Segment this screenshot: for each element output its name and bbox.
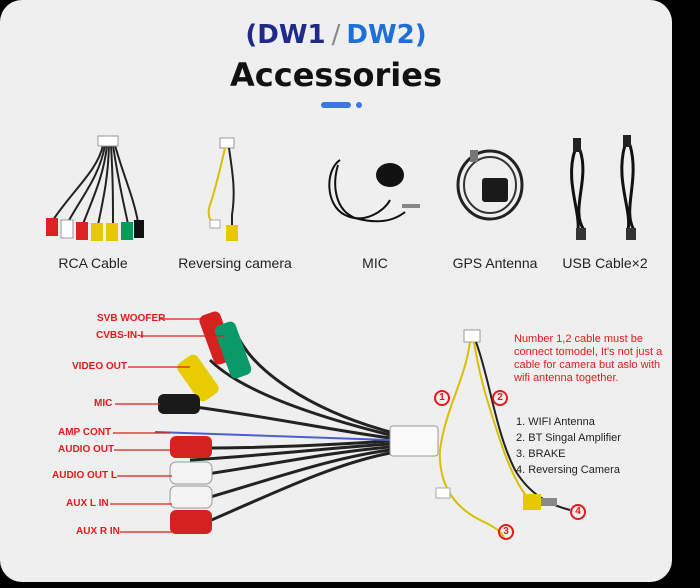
accessory-gps-antenna: GPS Antenna (430, 130, 560, 280)
rca-cable-icon (46, 135, 144, 241)
accessory-mic: MIC (310, 130, 440, 280)
connection-item: 2. BT Singal Amplifier (516, 432, 621, 444)
accessory-rca-cable: RCA Cable (28, 130, 158, 280)
harness-label: AUX R IN (76, 526, 120, 537)
model-separator: / (331, 20, 341, 50)
model-heading: (DW1/DW2) (0, 20, 672, 50)
harness-label: SVB WOOFER (97, 313, 166, 324)
accessory-reversing-camera: Reversing camera (170, 130, 300, 280)
usb-cable-icon (570, 135, 636, 240)
harness-label: AUX L IN (66, 498, 109, 509)
title-underline-bar (321, 102, 351, 108)
harness-label: VIDEO OUT (72, 361, 128, 372)
accessory-label: Reversing camera (178, 255, 292, 271)
harness-label: AMP CONT (58, 427, 112, 438)
harness-label: AUDIO OUT L (52, 470, 117, 481)
gps-antenna-icon (456, 149, 524, 221)
connection-item: 1. WIFI Antenna (516, 416, 595, 428)
model-dw1: (DW1 (245, 20, 326, 50)
microphone-icon (328, 159, 420, 223)
accessories-card: (DW1/DW2) Accessories RCA Cable (0, 0, 672, 582)
harness-label: AUDIO OUT (58, 444, 115, 455)
accessory-label: MIC (362, 255, 388, 271)
marker-2-badge: 2 (492, 390, 508, 406)
camera-cable-illustration (435, 329, 571, 539)
harness-label: CVBS-IN-I (96, 330, 144, 341)
rca-harness-diagram: SVB WOOFER CVBS-IN-I VIDEO OUT MIC AMP C… (10, 300, 460, 560)
marker-4-badge: 4 (570, 504, 586, 520)
accessory-usb-cable: USB Cable×2 (540, 130, 670, 280)
camera-cable-diagram: 1 2 3 4 (420, 320, 670, 570)
title-underline-dot (356, 102, 362, 108)
accessory-label: USB Cable×2 (562, 255, 648, 271)
model-dw2: DW2) (346, 20, 427, 50)
accessory-label: RCA Cable (58, 255, 128, 271)
rca-harness-illustration (110, 311, 439, 534)
marker-3-badge: 3 (498, 524, 514, 540)
connection-list: 1. WIFI Antenna 2. BT Singal Amplifier 3… (516, 414, 621, 478)
page-title: Accessories (230, 56, 442, 94)
marker-1-badge: 1 (434, 390, 450, 406)
accessory-label: GPS Antenna (452, 255, 538, 271)
reversing-camera-cable-icon (207, 137, 238, 241)
harness-label: MIC (94, 398, 113, 409)
connection-item: 3. BRAKE (516, 448, 566, 460)
connection-item: 4. Reversing Camera (516, 464, 620, 476)
camera-cable-note: Number 1,2 cable must be connect tomodel… (514, 333, 663, 384)
